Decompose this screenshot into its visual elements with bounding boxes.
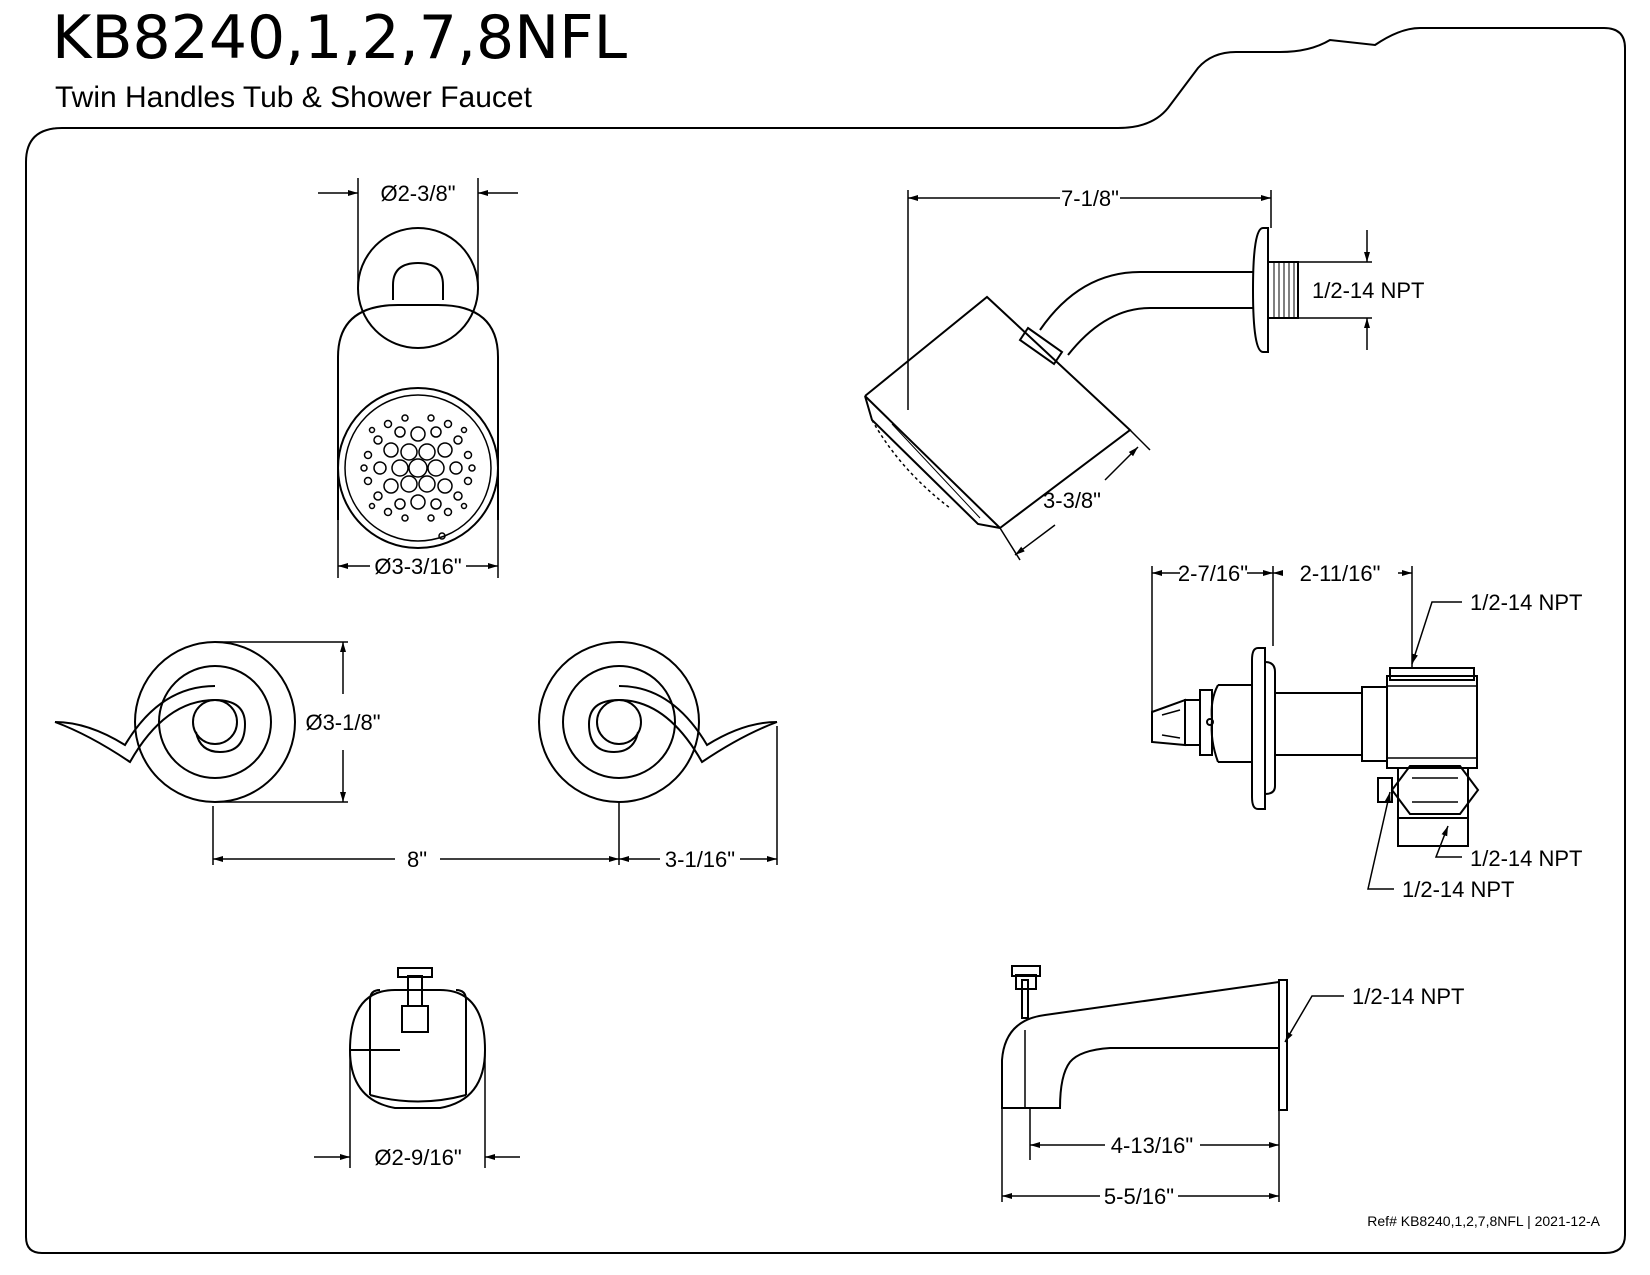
valve-top-port-label: 1/2-14 NPT [1470, 590, 1583, 615]
showerhead-length-label: 3-3/8" [1043, 488, 1101, 513]
spout-side-view [1001, 965, 1288, 1111]
spout-flange-dia-label: Ø2-9/16" [374, 1145, 461, 1170]
model-title: KB8240,1,2,7,8NFL [52, 3, 628, 73]
showerhead-side-view [864, 227, 1299, 529]
valve-side-view [1151, 647, 1480, 847]
valve-side-dims [1151, 566, 1462, 890]
showerhead-flange-dia-label: Ø2-3/8" [380, 181, 455, 206]
spout-reach-total-label: 5-5/16" [1104, 1184, 1174, 1209]
spout-front-view [348, 967, 487, 1109]
handle-length-label: 3-1/16" [665, 847, 735, 872]
shower-arm-reach-label: 7-1/8" [1061, 186, 1119, 211]
spout-side-dims [1001, 995, 1344, 1202]
showerhead-face-dia-label: Ø3-3/16" [374, 554, 461, 579]
handle-escutcheon-dia-label: Ø3-1/8" [305, 710, 380, 735]
showerhead-front-dims [318, 178, 518, 578]
valve-bottom-port-label: 1/2-14 NPT [1470, 846, 1583, 871]
handle-left [54, 641, 296, 803]
showerhead-side-dims [907, 190, 1372, 561]
handles-dims [212, 641, 778, 865]
spout-front-dims [314, 1050, 520, 1168]
hex-nut [1390, 765, 1480, 815]
spray-nozzles [360, 414, 476, 522]
handle-centers-label: 8" [407, 847, 427, 872]
spout-thread-label: 1/2-14 NPT [1352, 984, 1465, 1009]
valve-side-port-label: 1/2-14 NPT [1402, 877, 1515, 902]
handle-right [538, 641, 778, 803]
valve-trim-depth-label: 2-7/16" [1178, 561, 1248, 586]
valve-body-depth-label: 2-11/16" [1300, 561, 1381, 586]
shower-arm-thread-label: 1/2-14 NPT [1312, 278, 1425, 303]
spout-reach-inner-label: 4-13/16" [1111, 1133, 1193, 1158]
product-description: Twin Handles Tub & Shower Faucet [55, 81, 532, 114]
showerhead-front-view [337, 227, 499, 549]
drawing-reference: Ref# KB8240,1,2,7,8NFL | 2021-12-A [1367, 1213, 1600, 1229]
drawing-border [25, 27, 1626, 1254]
